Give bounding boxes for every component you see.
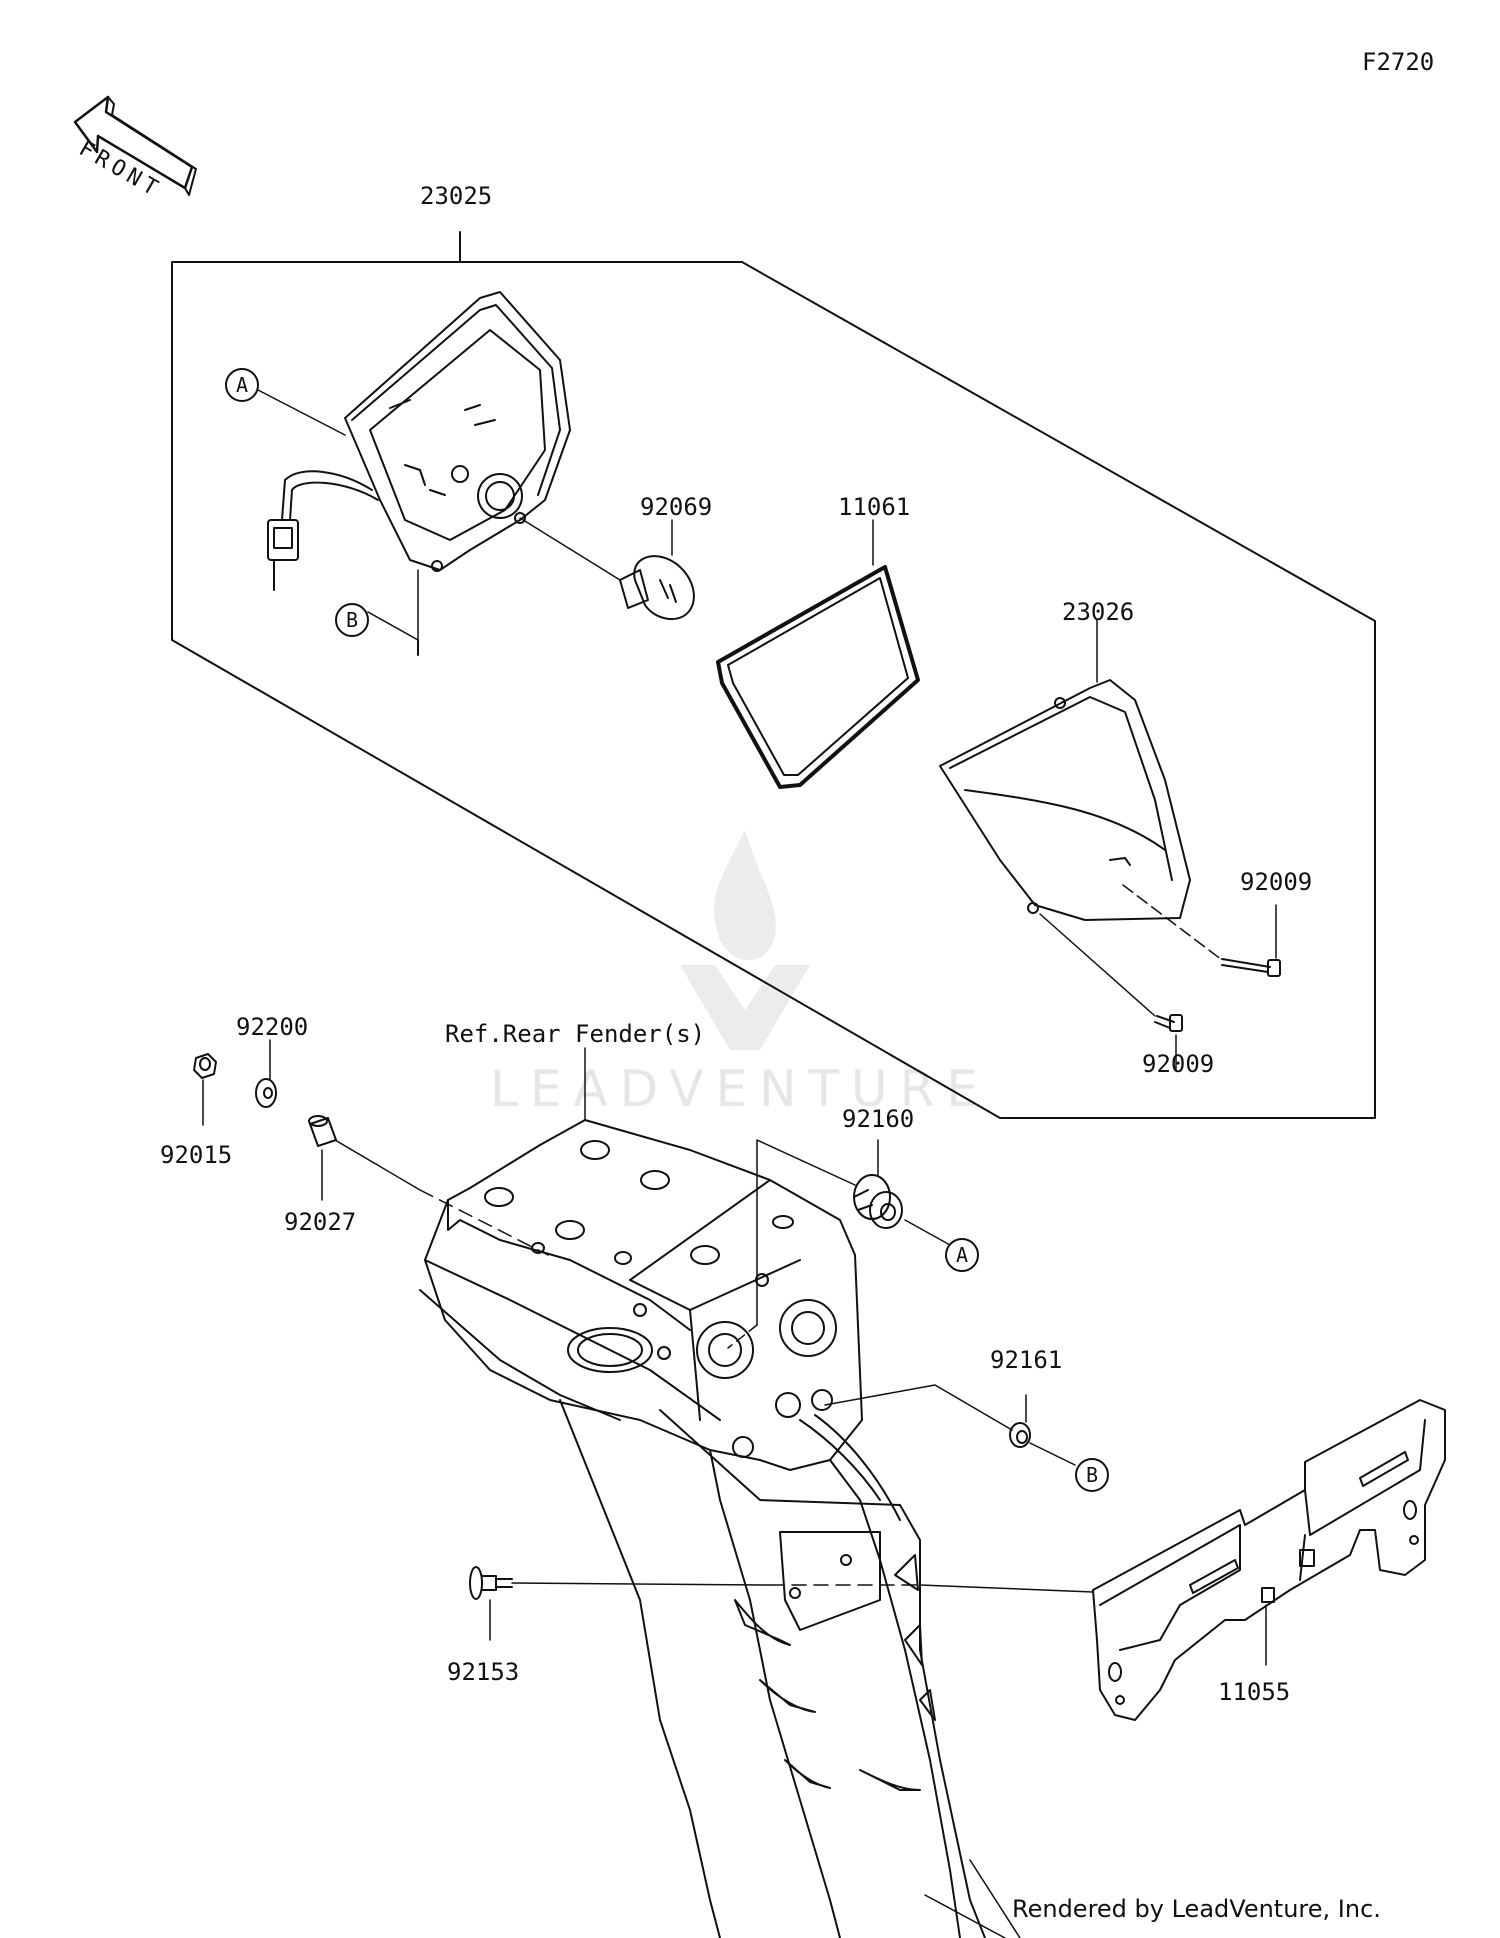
part-number-92009-upper[interactable]: 92009 — [1240, 868, 1313, 896]
callout-a-upper: A — [225, 368, 259, 402]
rear-fender-frame — [419, 1119, 1021, 1938]
bolt-part — [469, 1566, 1094, 1641]
front-arrow-icon — [73, 95, 197, 196]
part-number-92069[interactable]: 92069 — [640, 493, 713, 521]
nut-part — [193, 1053, 217, 1126]
bracket-part — [1092, 1399, 1446, 1721]
screw-upper-part — [1122, 884, 1281, 977]
part-number-23025[interactable]: 23025 — [420, 182, 493, 210]
assembly-boundary — [171, 231, 1376, 1119]
lens-part — [939, 679, 1191, 921]
screw-lower-part — [1039, 913, 1183, 1071]
watermark-text: LEADVENTURE — [490, 1060, 990, 1118]
part-number-92027[interactable]: 92027 — [284, 1208, 357, 1236]
part-number-11061[interactable]: 11061 — [838, 493, 911, 521]
collar-part — [308, 1115, 549, 1256]
part-number-23026[interactable]: 23026 — [1062, 598, 1135, 626]
callout-b-upper: B — [335, 603, 369, 637]
bulb-part — [519, 517, 695, 620]
callout-b-lower: B — [1075, 1458, 1109, 1492]
part-number-92200[interactable]: 92200 — [236, 1013, 309, 1041]
gasket-part — [716, 565, 920, 789]
part-number-92015[interactable]: 92015 — [160, 1141, 233, 1169]
tail-lamp-housing — [267, 291, 571, 591]
grommet-part — [824, 1384, 1076, 1466]
part-number-92153[interactable]: 92153 — [447, 1658, 520, 1686]
part-number-92161[interactable]: 92161 — [990, 1346, 1063, 1374]
part-number-92160[interactable]: 92160 — [842, 1105, 915, 1133]
part-number-11055[interactable]: 11055 — [1218, 1678, 1291, 1706]
credit-text: Rendered by LeadVenture, Inc. — [1012, 1895, 1381, 1923]
damper-part — [727, 1139, 951, 1349]
reference-label: Ref.Rear Fender(s) — [445, 1020, 706, 1048]
callout-a-lower: A — [945, 1238, 979, 1272]
part-number-92009-lower[interactable]: 92009 — [1142, 1050, 1215, 1078]
collar-washer-part — [255, 1039, 277, 1108]
diagram-code: F2720 — [1362, 48, 1435, 76]
